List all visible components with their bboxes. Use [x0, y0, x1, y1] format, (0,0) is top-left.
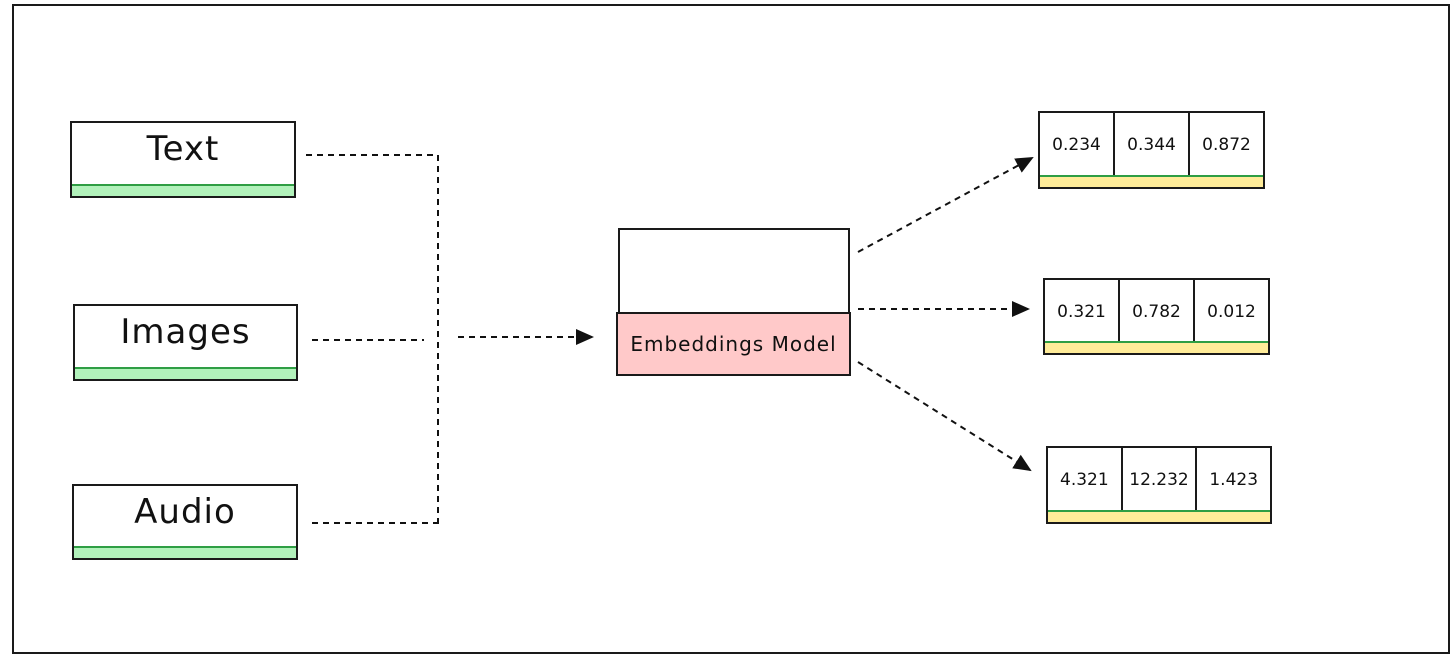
arrow-to-vector-3: [857, 361, 1032, 472]
vector-cell: 0.012: [1193, 280, 1268, 343]
vector-bar: [1048, 510, 1270, 522]
vector-bar: [1040, 175, 1263, 187]
vector-cell: 0.234: [1052, 135, 1101, 155]
input-audio-box: Audio: [72, 484, 298, 560]
vector-bar: [1045, 341, 1268, 353]
vector-cell: 4.321: [1060, 470, 1109, 490]
embedding-vector-3: 4.321 12.232 1.423: [1046, 446, 1272, 524]
input-images-box: Images: [73, 304, 298, 381]
embedding-vector-1: 0.234 0.344 0.872: [1038, 111, 1265, 189]
vector-cell: 0.782: [1118, 280, 1193, 343]
embeddings-model-label: Embeddings Model: [630, 332, 837, 356]
vector-cell: 0.321: [1057, 301, 1106, 322]
input-audio-bar: [74, 546, 296, 558]
vector-cell: 0.872: [1188, 113, 1263, 177]
input-images-bar: [75, 367, 296, 379]
input-text-label: Text: [146, 129, 220, 169]
input-text-box: Text: [70, 121, 296, 198]
connector-text: [306, 154, 439, 523]
input-audio-label: Audio: [134, 492, 236, 532]
input-text-bar: [72, 184, 294, 196]
arrow-to-vector-1: [857, 157, 1034, 253]
vector-cell: 1.423: [1195, 448, 1270, 512]
model-upper-block: [618, 228, 850, 314]
embeddings-model-box: Embeddings Model: [616, 312, 851, 376]
input-images-label: Images: [120, 312, 251, 352]
vector-cell: 0.344: [1113, 113, 1188, 177]
vector-cell: 12.232: [1120, 448, 1196, 512]
diagram-frame: [12, 4, 1450, 654]
embedding-vector-2: 0.321 0.782 0.012: [1043, 278, 1270, 355]
